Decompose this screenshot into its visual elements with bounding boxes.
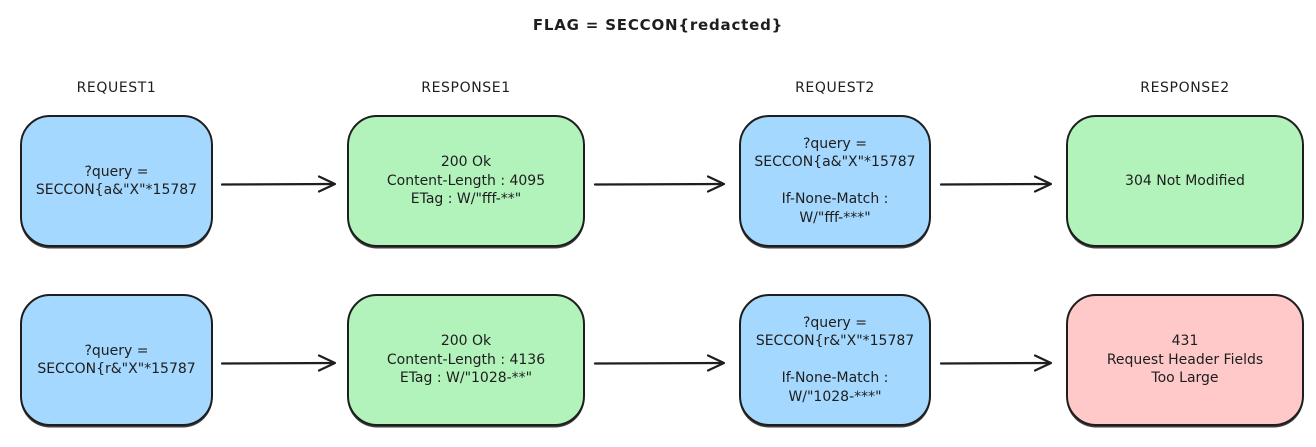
box-line: ?query = bbox=[802, 314, 868, 331]
response2b-box: 431 Request Header Fields Too Large bbox=[1066, 294, 1304, 426]
box-line: 200 Ok bbox=[440, 333, 492, 350]
box-line: ?query = bbox=[84, 342, 149, 359]
response1-text: 200 Ok Content-Length : 4095 ETag : W/"f… bbox=[379, 153, 553, 208]
request2-box: ?query = SECCON{a&"X"*15787 If-None-Matc… bbox=[739, 115, 931, 247]
box-line: ?query = bbox=[84, 163, 149, 180]
request1b-box: ?query = SECCON{r&"X"*15787 bbox=[20, 294, 213, 426]
label-response1: RESPONSE1 bbox=[421, 80, 511, 96]
box-line: W/"fff-***" bbox=[799, 209, 871, 226]
box-line: W/"1028-***" bbox=[788, 388, 882, 405]
request2b-text: ?query = SECCON{r&"X"*15787 If-None-Matc… bbox=[748, 314, 922, 406]
request2b-box: ?query = SECCON{r&"X"*15787 If-None-Matc… bbox=[739, 294, 931, 426]
box-line: ETag : W/"1028-**" bbox=[399, 370, 533, 387]
response2-box: 304 Not Modified bbox=[1066, 115, 1304, 247]
box-line: If-None-Match : bbox=[781, 191, 889, 208]
box-line: Content-Length : 4136 bbox=[386, 351, 546, 368]
flag-title: FLAG = SECCON{redacted} bbox=[532, 16, 784, 34]
box-line: SECCON{a&"X"*15787 bbox=[754, 154, 916, 171]
response1-box: 200 Ok Content-Length : 4095 ETag : W/"f… bbox=[347, 115, 585, 247]
box-line: Too Large bbox=[1151, 370, 1219, 387]
arrow-right-icon bbox=[593, 351, 731, 375]
label-request2: REQUEST2 bbox=[795, 80, 875, 96]
arrow-right-icon bbox=[593, 172, 731, 196]
box-line: 431 bbox=[1171, 333, 1199, 350]
request1b-text: ?query = SECCON{r&"X"*15787 bbox=[29, 342, 203, 379]
box-line: ?query = bbox=[802, 135, 868, 152]
box-line: SECCON{r&"X"*15787 bbox=[755, 333, 915, 350]
arrow-right-icon bbox=[939, 172, 1058, 196]
box-line: 304 Not Modified bbox=[1125, 172, 1245, 189]
response1b-box: 200 Ok Content-Length : 4136 ETag : W/"1… bbox=[347, 294, 585, 426]
request2-text: ?query = SECCON{a&"X"*15787 If-None-Matc… bbox=[746, 135, 923, 227]
arrow-right-icon bbox=[220, 351, 342, 375]
response1b-text: 200 Ok Content-Length : 4136 ETag : W/"1… bbox=[379, 332, 553, 387]
box-line: SECCON{r&"X"*15787 bbox=[37, 361, 196, 377]
box-line: If-None-Match : bbox=[781, 370, 889, 387]
box-line bbox=[754, 172, 915, 190]
box-line: Request Header Fields bbox=[1106, 351, 1264, 368]
request1-box: ?query = SECCON{a&"X"*15787 bbox=[20, 115, 213, 247]
label-response2: RESPONSE2 bbox=[1140, 80, 1230, 96]
arrow-right-icon bbox=[220, 172, 342, 196]
box-line bbox=[756, 351, 914, 369]
box-line: Content-Length : 4095 bbox=[386, 172, 546, 189]
response2b-text: 431 Request Header Fields Too Large bbox=[1099, 332, 1271, 387]
request1-text: ?query = SECCON{a&"X"*15787 bbox=[28, 163, 205, 200]
box-line: SECCON{a&"X"*15787 bbox=[35, 182, 198, 198]
box-line: ETag : W/"fff-**" bbox=[410, 191, 522, 208]
response2-text: 304 Not Modified bbox=[1117, 172, 1253, 190]
arrow-right-icon bbox=[939, 351, 1058, 375]
box-line: 200 Ok bbox=[440, 154, 492, 171]
label-request1: REQUEST1 bbox=[76, 80, 157, 96]
